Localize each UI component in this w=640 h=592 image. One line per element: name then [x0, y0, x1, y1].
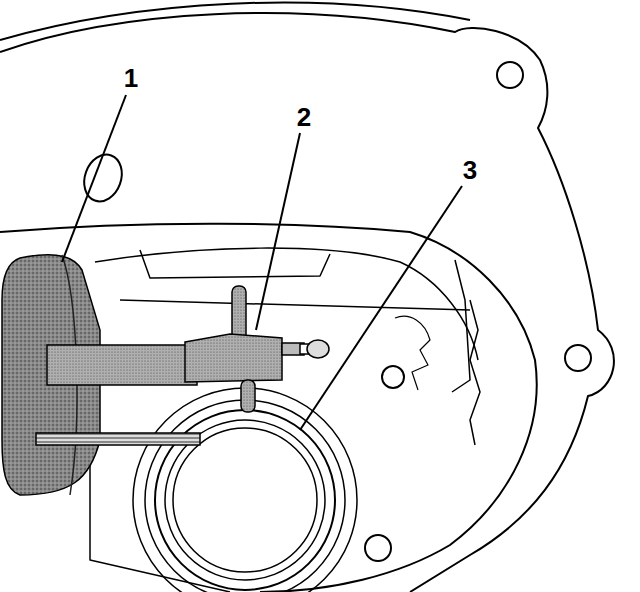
callout-number: 3 [460, 156, 480, 184]
leader-line [300, 186, 462, 430]
callout-number: 1 [121, 64, 141, 92]
leader-line [256, 133, 300, 330]
rib [452, 260, 470, 392]
cavity-ledge [120, 300, 470, 310]
callout-number: 2 [294, 103, 314, 131]
leader-lines [62, 95, 462, 430]
installer-tool [2, 255, 200, 495]
bearing-bore [173, 428, 317, 572]
adjust-knob [307, 340, 329, 358]
flange-outline [0, 13, 614, 592]
indicator-stem [241, 380, 255, 412]
tool-rod [36, 433, 200, 445]
bolt-hole [78, 149, 128, 206]
leader-line [62, 95, 126, 262]
bearing [133, 388, 357, 592]
bolt-hole [497, 62, 523, 88]
bearing-race [145, 400, 345, 592]
cavity-step [95, 248, 478, 360]
indicator-block [185, 334, 282, 382]
bolt-hole [365, 535, 391, 561]
housing [0, 3, 614, 592]
bolt-hole [382, 366, 404, 388]
flange-edge [0, 3, 470, 40]
dial-indicator [185, 286, 329, 412]
casting-break [395, 316, 430, 390]
bolt-hole [565, 345, 591, 371]
cavity-slot [140, 250, 330, 278]
bore [133, 388, 357, 592]
tool-shaft [47, 345, 197, 385]
cavity-wall [470, 300, 480, 445]
